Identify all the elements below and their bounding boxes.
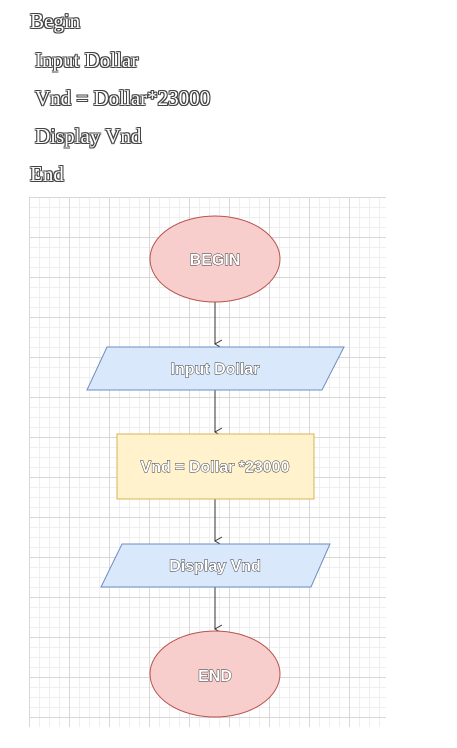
output-step: Display Vnd [100,543,331,588]
pseudocode-line-input: Input Dollar [35,48,139,72]
start-terminal-label: BEGIN [190,252,241,269]
flowchart-diagram: BEGIN Input Dollar Vnd = Dollar *23000 D… [86,215,345,718]
end-terminal: END [149,630,281,718]
end-terminal-shape [149,630,281,718]
output-step-shape [100,543,331,588]
input-step-shape [86,346,345,391]
start-terminal-shape [149,215,281,303]
start-terminal: BEGIN [149,215,281,303]
flowchart-canvas: BEGIN Input Dollar Vnd = Dollar *23000 D… [29,197,386,727]
process-step: Vnd = Dollar *23000 [116,433,315,500]
pseudocode-line-begin: Begin [30,9,81,33]
input-step: Input Dollar [86,346,345,391]
pseudocode-line-display: Display Vnd [35,124,142,148]
output-step-label: Display Vnd [169,558,261,575]
end-terminal-label: END [198,668,232,685]
pseudocode-line-end: End [30,162,64,186]
process-step-label: Vnd = Dollar *23000 [141,459,290,476]
process-step-shape [116,433,315,500]
input-step-label: Input Dollar [171,361,260,378]
pseudocode-line-compute: Vnd = Dollar*23000 [35,86,211,110]
